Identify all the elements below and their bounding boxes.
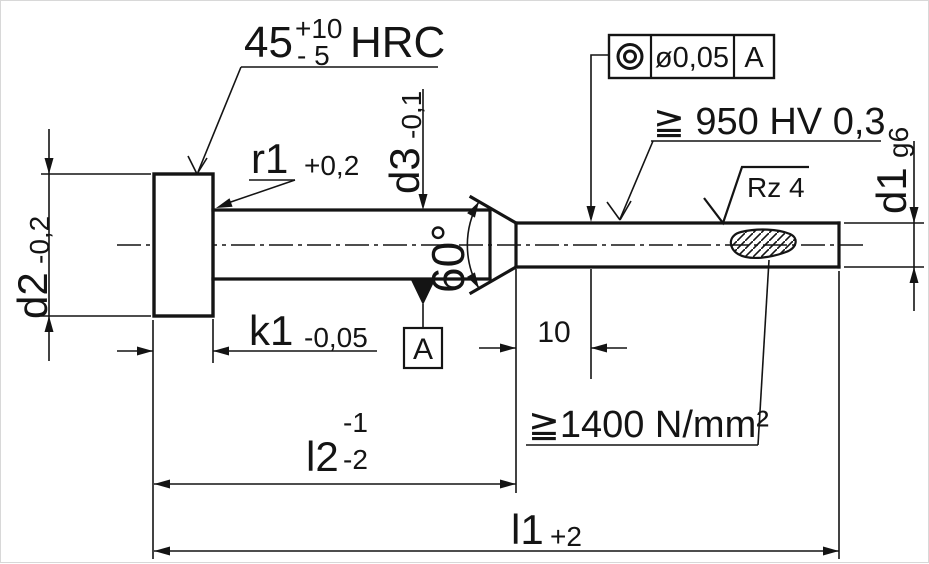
arrowhead	[591, 343, 607, 353]
head-diameter-tol: -0,2	[24, 216, 55, 264]
length-l2-dim: l2 -1 -2	[154, 407, 516, 489]
head-thickness-label: k1	[249, 307, 293, 354]
head-thickness-dim: k1 -0,05	[117, 307, 377, 559]
pin-diameter-label: d1	[868, 167, 915, 214]
shank-diameter-dim: d3 -0,1	[381, 89, 428, 210]
arrowhead	[909, 267, 919, 283]
arrowhead	[500, 343, 516, 353]
surface-hardness-text: ≧ 950 HV 0,3	[653, 101, 886, 143]
open-arrowhead	[187, 155, 198, 175]
datum-feature-symbol: A	[402, 280, 444, 370]
arrowhead	[909, 207, 919, 223]
surface-roughness-value: Rz 4	[747, 172, 805, 203]
head-hardness-tol-upper: +10	[295, 13, 343, 44]
arrowhead	[154, 479, 170, 489]
arrowhead	[44, 158, 54, 174]
gauge-length-dim: 10	[479, 269, 627, 493]
head-hardness-unit: HRC	[350, 18, 445, 67]
concentricity-icon-inner	[623, 49, 637, 64]
hatched-test-zone	[729, 228, 797, 259]
head-hardness-value: 45	[244, 18, 293, 67]
datum-letter: A	[413, 333, 433, 366]
arrowhead	[137, 346, 153, 356]
cone-angle-dim: 60°	[422, 201, 480, 293]
concentricity-icon	[616, 43, 644, 70]
open-arrowhead	[606, 201, 621, 221]
tensile-strength-text: ≧1400 N/mm²	[528, 404, 769, 446]
surface-roughness-symbol: Rz 4	[703, 165, 809, 226]
head-hardness-tol-lower: - 5	[297, 40, 330, 71]
arrowhead	[823, 546, 839, 556]
arrowhead	[586, 206, 596, 222]
arrowhead	[467, 272, 479, 289]
total-length-dim: l1 +2	[154, 271, 840, 559]
radius-label: r1	[251, 135, 288, 182]
pin-diameter-dim: d1 g6	[844, 127, 924, 311]
tensile-strength-note: ≧1400 N/mm²	[526, 228, 797, 446]
arrowhead	[213, 346, 229, 356]
head-diameter-dim: d2 -0,2	[9, 129, 151, 361]
arrowhead	[467, 201, 479, 218]
part-outline	[117, 172, 865, 318]
shank-diameter-label: d3	[381, 147, 428, 194]
arrowhead	[500, 479, 516, 489]
datum-frame	[402, 326, 444, 370]
radius-tol: +0,2	[304, 150, 359, 181]
head-diameter-label: d2	[9, 272, 56, 319]
length-l2-tol-lower: -2	[343, 444, 368, 475]
surface-hardness-note: ≧ 950 HV 0,3	[606, 101, 886, 221]
pin-diameter-tol: g6	[883, 127, 914, 158]
head-thickness-tol: -0,05	[304, 322, 368, 353]
radius-note: r1 +0,2	[216, 135, 359, 208]
fcf-tolerance: ø0,05	[655, 42, 729, 74]
head-hardness-note: 45 +10 - 5 HRC	[187, 13, 445, 175]
length-l2-tol-upper: -1	[343, 407, 368, 438]
arrowhead	[44, 316, 54, 332]
feature-control-frame: ø0,05 A	[586, 33, 776, 222]
pin-head	[152, 172, 215, 318]
total-length-label: l1	[511, 506, 544, 553]
length-l2-label: l2	[306, 433, 339, 480]
arrowhead	[154, 546, 170, 556]
roughness-icon	[703, 165, 809, 226]
fcf-datum: A	[744, 42, 764, 74]
shank-diameter-tol: -0,1	[396, 91, 427, 139]
gauge-length-value: 10	[537, 316, 570, 349]
total-length-tol: +2	[550, 521, 582, 552]
arrowhead	[216, 198, 233, 208]
datum-triangle-icon	[411, 280, 435, 305]
arrowhead	[418, 194, 428, 210]
